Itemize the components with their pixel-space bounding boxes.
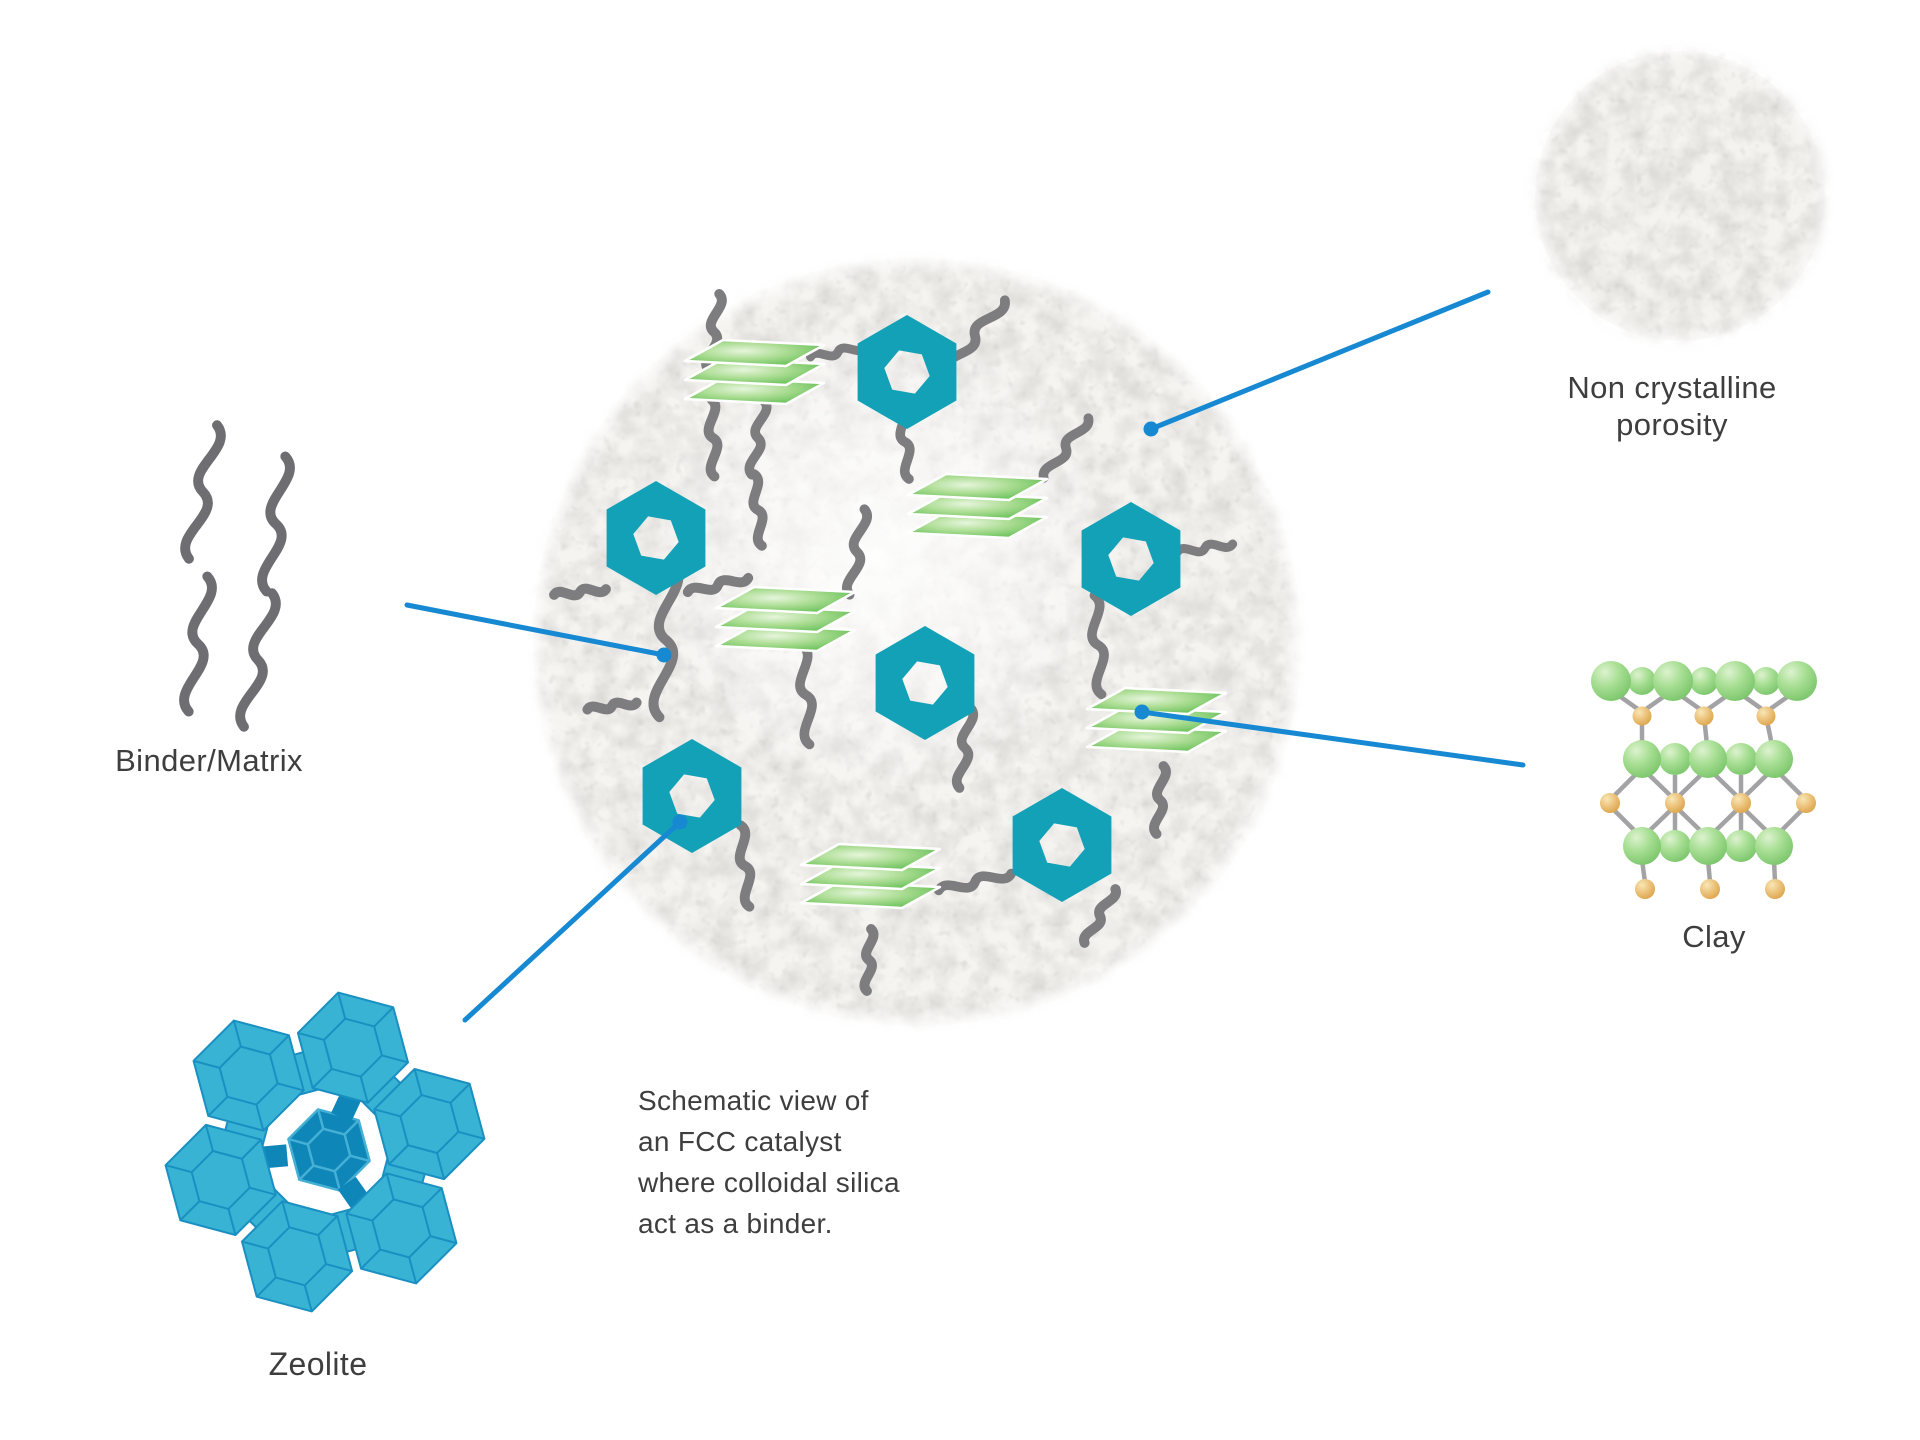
caption-line: Schematic view of <box>638 1085 869 1116</box>
leader-line-clay <box>1139 709 1526 768</box>
binder-matrix-icon <box>183 423 291 728</box>
caption-line: an FCC catalyst <box>638 1126 842 1157</box>
clay-stack-icon <box>716 587 855 651</box>
porosity-detail-circle <box>1532 48 1828 344</box>
binder-squiggle-icon <box>183 575 213 712</box>
binder-squiggle-icon <box>261 455 291 592</box>
clay-green-atoms <box>1591 661 1817 865</box>
porosity-label-line2: porosity <box>1616 407 1728 442</box>
binder-squiggle-icon <box>238 591 278 728</box>
leader-line-binder <box>404 602 667 658</box>
leader-dot-porosity <box>1143 421 1159 437</box>
porosity-grain-fine <box>1532 48 1828 344</box>
binder-squiggle-icon <box>183 423 223 560</box>
clay-stack-icon <box>908 474 1047 538</box>
caption-line: act as a binder. <box>638 1208 833 1239</box>
leader-dot-clay <box>1134 704 1150 720</box>
leader-line-porosity <box>1148 289 1491 432</box>
leader-line-zeolite <box>462 819 683 1023</box>
clay-gold-atoms <box>1600 706 1816 899</box>
binder-squiggle-icon <box>554 585 606 598</box>
leader-lines <box>404 289 1526 1023</box>
clay-label: Clay <box>1682 919 1746 954</box>
zeolite-cage-icon <box>157 984 493 1320</box>
caption-line: where colloidal silica <box>638 1167 900 1198</box>
clay-stack-icon <box>801 844 940 908</box>
zeolite-label: Zeolite <box>268 1346 368 1382</box>
porosity-label-line1: Non crystalline <box>1567 370 1777 405</box>
cage-inner-dark <box>287 1108 371 1192</box>
figure-caption: Schematic view of an FCC catalyst where … <box>638 1080 900 1244</box>
binder-matrix-label: Binder/Matrix <box>115 743 303 778</box>
clay-molecular-model <box>1591 661 1817 899</box>
porosity-label: Non crystalline porosity <box>1567 369 1776 443</box>
clay-stack-icon <box>685 340 824 404</box>
leader-dot-binder <box>656 647 672 663</box>
leader-dot-zeolite <box>672 814 688 830</box>
